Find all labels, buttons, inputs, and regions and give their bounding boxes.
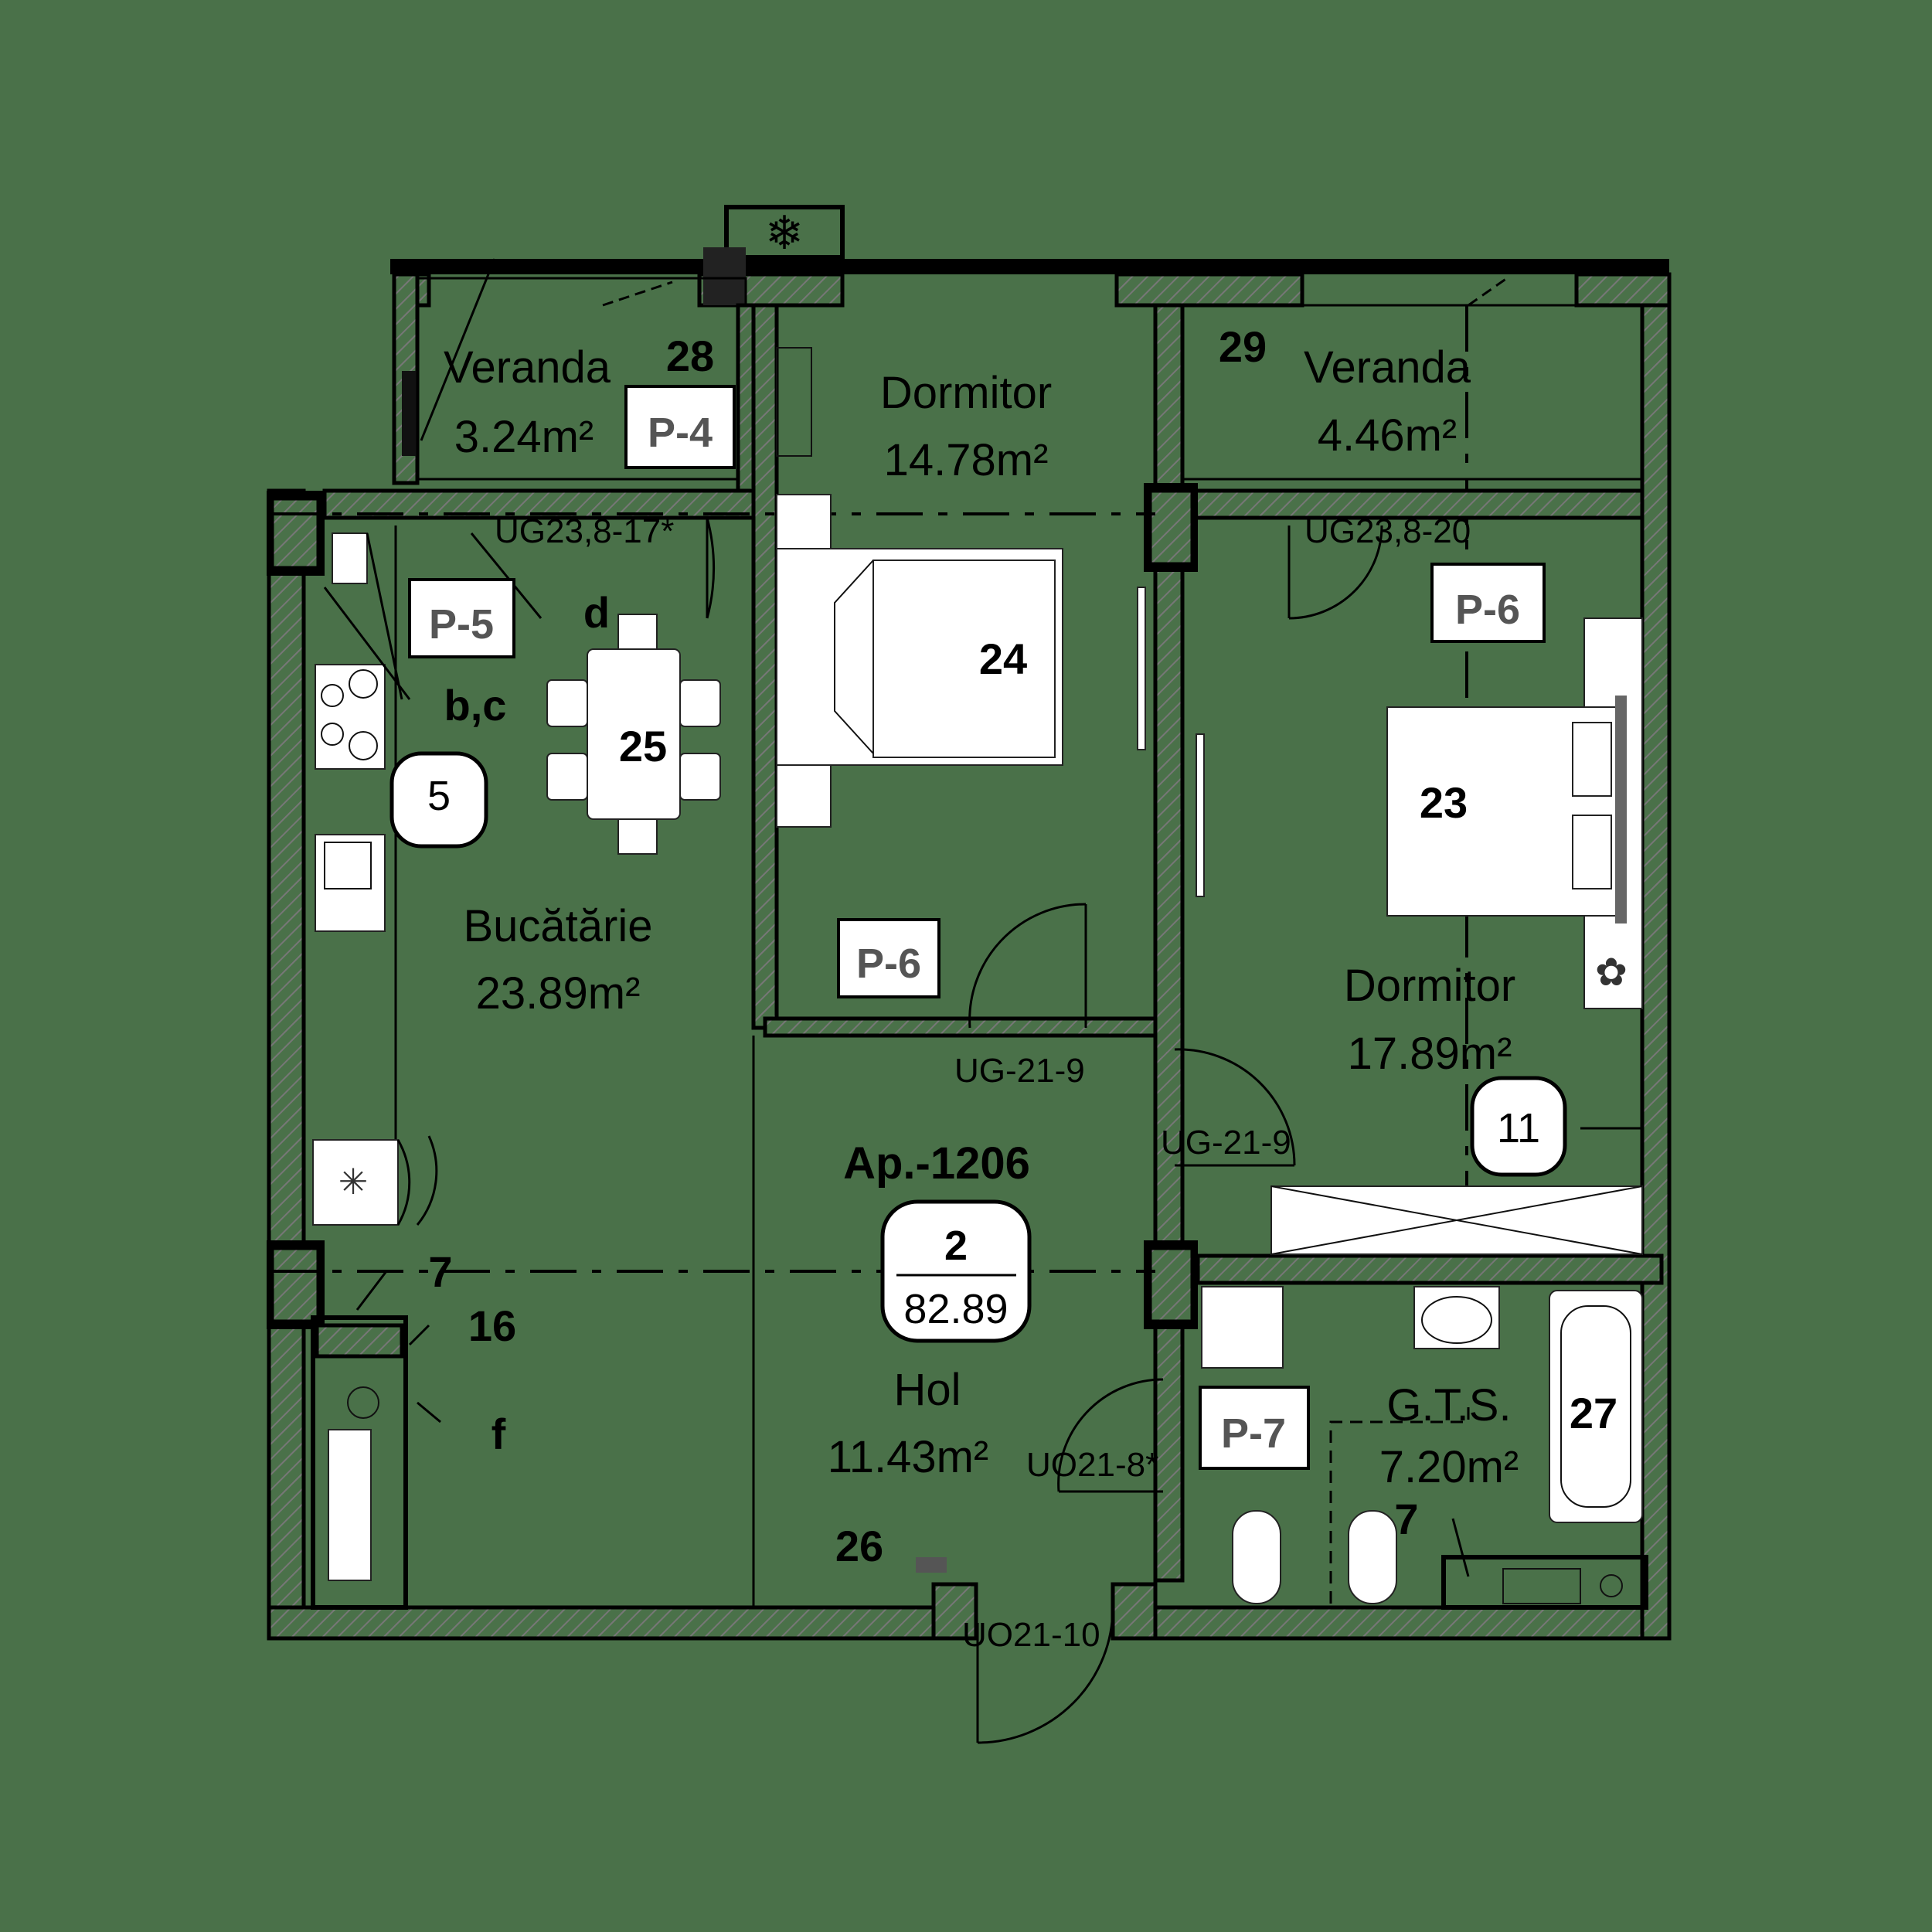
facade-top <box>390 259 1672 308</box>
room-name-dormitor-top: Dormitor <box>880 368 1052 418</box>
apartment-rooms-count: 2 <box>944 1223 968 1269</box>
washing-machine-icon <box>1201 1286 1284 1369</box>
fridge-icon <box>312 1139 399 1226</box>
tag-p6-top <box>837 918 940 998</box>
toilet-icon <box>1232 1510 1281 1604</box>
bedroom-top <box>776 347 1146 1029</box>
bubble-11 <box>1470 1076 1567 1177</box>
room-area-hol: 11.43m² <box>828 1432 988 1482</box>
furniture-number-24: 24 <box>979 634 1027 683</box>
room-name-dormitor-right: Dormitor <box>1344 961 1515 1011</box>
room-name-gts: G.T.S. <box>1386 1380 1511 1430</box>
bidet-icon <box>1348 1510 1397 1604</box>
entrance-door <box>916 1557 1114 1744</box>
bedroom-right: ✿ <box>1174 525 1643 1255</box>
annotation-7-bath: 7 <box>1394 1495 1418 1543</box>
room-area-veranda-right: 4.46m² <box>1318 410 1458 461</box>
door-code-bedroom-balcony: UG23,8-20 <box>1304 512 1471 550</box>
tag-p5 <box>408 578 515 658</box>
tag-p7 <box>1199 1386 1310 1470</box>
room-name-veranda-right: Veranda <box>1304 342 1471 393</box>
door-code-kitchen-balcony: UG23,8-17* <box>495 512 674 550</box>
bathtub-icon <box>1549 1290 1643 1523</box>
tag-p5-label: P-5 <box>429 601 494 648</box>
apartment-total-area: 82.89 <box>903 1286 1008 1332</box>
closet <box>311 1270 441 1610</box>
door-code-bedroom-right: UG-21-9 <box>1161 1124 1291 1162</box>
furniture-number-25: 25 <box>619 722 667 770</box>
room-name-veranda-left: Veranda <box>444 342 611 393</box>
apartment-label: Ap.-1206 <box>843 1138 1030 1189</box>
room-area-bucatarie: 23.89m² <box>476 968 641 1019</box>
room-number-26: 26 <box>835 1522 883 1570</box>
sink-icon <box>315 834 386 932</box>
room-area-gts: 7.20m² <box>1379 1442 1519 1492</box>
tag-p6-right-label: P-6 <box>1455 587 1520 633</box>
room-name-hol: Hol <box>893 1365 961 1415</box>
snowflake-icon: ❄ <box>765 207 804 259</box>
tag-p7-label: P-7 <box>1221 1410 1286 1457</box>
bathroom <box>1057 1286 1648 1610</box>
tag-p4 <box>624 385 736 469</box>
room-name-bucatarie: Bucătărie <box>463 901 652 951</box>
ac-unit: ❄ <box>703 205 845 305</box>
plant-icon: ✿ <box>1595 951 1628 994</box>
kitchen-furniture: ✳ <box>312 517 721 1226</box>
tag-p6-top-label: P-6 <box>856 940 921 987</box>
room-number-29: 29 <box>1219 322 1267 371</box>
room-area-veranda-left: 3.24m² <box>454 412 594 462</box>
door-code-entrance: UO21-10 <box>962 1616 1100 1654</box>
svg-text:✳: ✳ <box>338 1162 369 1202</box>
room-number-28: 28 <box>666 332 714 380</box>
tag-p4-label: P-4 <box>648 410 713 456</box>
door-code-bathroom: UO21-8* <box>1026 1446 1158 1484</box>
annotation-7-left: 7 <box>428 1247 452 1296</box>
bubble-5 <box>389 751 488 849</box>
door-code-bedroom-top: UG-21-9 <box>954 1052 1085 1090</box>
furniture-number-27: 27 <box>1570 1389 1617 1437</box>
apartment-badge <box>880 1199 1032 1343</box>
bubble-11-label: 11 <box>1497 1105 1540 1151</box>
tag-p6-right <box>1430 563 1546 643</box>
annotation-16: 16 <box>468 1301 516 1350</box>
annotation-d: d <box>583 588 610 637</box>
annotation-f: f <box>492 1410 506 1458</box>
bubble-5-label: 5 <box>427 773 451 819</box>
furniture-number-23: 23 <box>1420 778 1468 827</box>
outer-walls <box>267 303 1672 1641</box>
room-area-dormitor-right: 17.89m² <box>1348 1029 1512 1079</box>
annotation-bc: b,c <box>444 681 507 730</box>
room-area-dormitor-top: 14.78m² <box>884 435 1049 485</box>
